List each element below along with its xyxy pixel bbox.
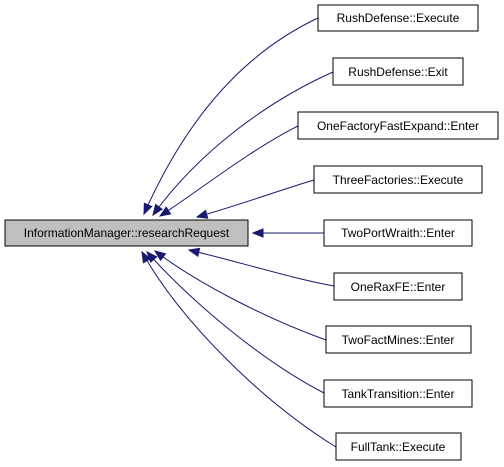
caller-node-oneraxfe-enter[interactable]: OneRaxFE::Enter: [333, 272, 463, 301]
caller-node-fulltank-execute[interactable]: FullTank::Execute: [335, 432, 462, 461]
caller-node-label: FullTank::Execute: [351, 440, 446, 454]
caller-node-label: RushDefense::Exit: [348, 65, 448, 79]
caller-node-threefactories-execute[interactable]: ThreeFactories::Execute: [313, 165, 483, 194]
caller-node-rushdefense-exit[interactable]: RushDefense::Exit: [332, 57, 464, 86]
edge-c2-to-focus: [159, 125, 299, 217]
edge-c6-to-focus: [154, 250, 327, 341]
arrowhead-c1: [152, 203, 163, 217]
arrowhead-c3: [195, 209, 209, 219]
edge-c3-to-focus: [196, 179, 315, 218]
arrowhead-c2: [158, 206, 172, 217]
caller-node-twoportwraith-enter[interactable]: TwoPortWraith::Enter: [323, 219, 473, 247]
caller-node-onefactoryfastexpand-enter[interactable]: OneFactoryFastExpand::Enter: [297, 111, 499, 140]
edge-c1-to-focus: [152, 71, 334, 216]
focus-node-label: InformationManager::researchRequest: [24, 226, 230, 240]
caller-node-label: TwoFactMines::Enter: [342, 333, 455, 347]
edges-layer: [141, 17, 337, 448]
edge-c5-to-focus: [188, 249, 335, 287]
arrowhead-c5: [187, 247, 201, 258]
edge-c8-to-focus: [141, 251, 337, 448]
caller-node-label: TankTransition::Enter: [342, 387, 455, 401]
caller-node-rushdefense-execute[interactable]: RushDefense::Execute: [317, 4, 479, 32]
caller-node-label: ThreeFactories::Execute: [333, 173, 464, 187]
caller-node-label: OneRaxFE::Enter: [351, 280, 446, 294]
arrowhead-c8: [141, 250, 152, 264]
caller-node-tanktransition-enter[interactable]: TankTransition::Enter: [323, 379, 473, 408]
arrowhead-c6: [153, 250, 167, 262]
edge-c0-to-focus: [143, 17, 319, 215]
focus-node[interactable]: InformationManager::researchRequest: [4, 219, 249, 247]
caller-node-label: RushDefense::Execute: [337, 11, 460, 25]
caller-node-label: OneFactoryFastExpand::Enter: [317, 119, 479, 133]
arrowhead-c4: [251, 228, 264, 238]
edge-c7-to-focus: [146, 251, 325, 394]
caller-node-twofactmines-enter[interactable]: TwoFactMines::Enter: [325, 325, 472, 354]
caller-node-label: TwoPortWraith::Enter: [341, 226, 455, 240]
arrowhead-c0: [143, 202, 153, 216]
